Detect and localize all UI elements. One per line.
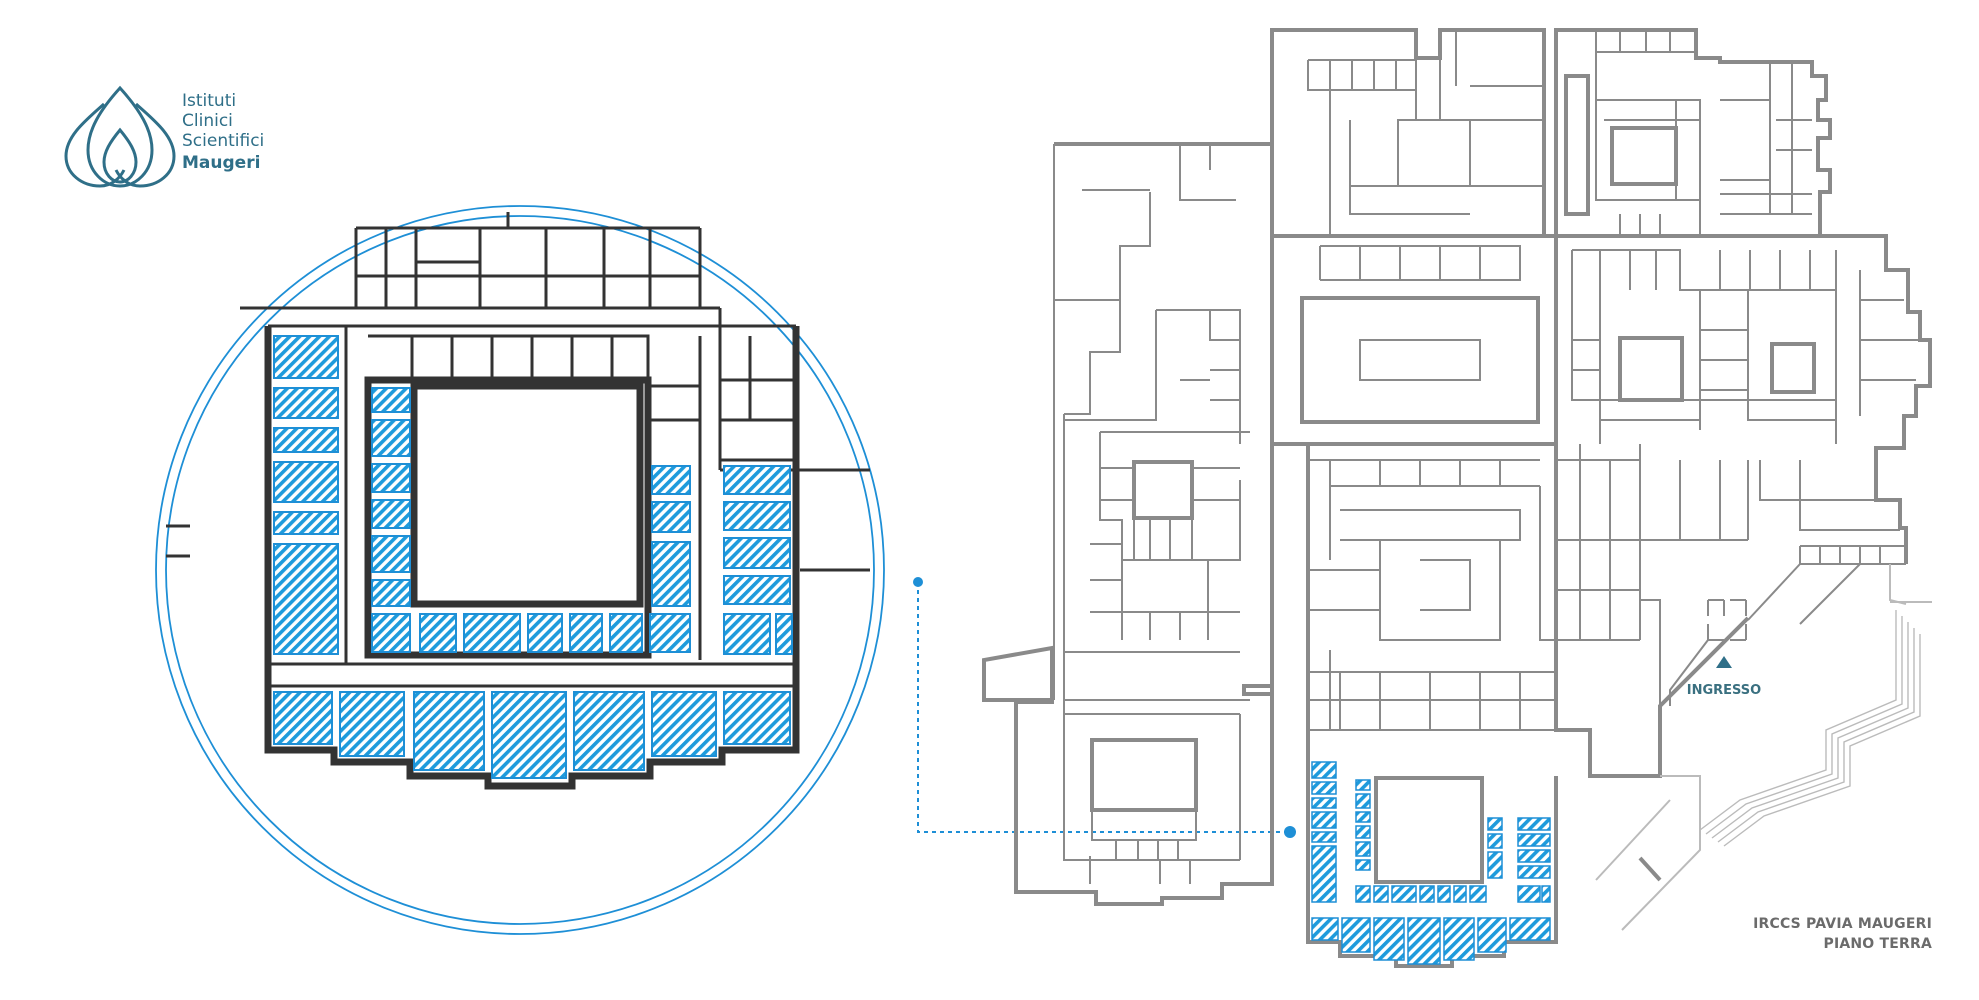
zoom-circle-outer: [155, 205, 885, 935]
logo-line-istituti: Istituti: [182, 91, 236, 111]
zoom-circle-inner: [165, 215, 875, 925]
interior-rooms: [1053, 30, 1920, 884]
zoom-connector: [913, 577, 1296, 838]
zoom-wing-inner-walls: [268, 324, 796, 688]
logo-line-maugeri: Maugeri: [182, 153, 260, 173]
zoom-detail-view: [155, 205, 885, 935]
highlighted-wing-rooms: [1311, 761, 1551, 965]
inner-courtyard: [1374, 776, 1484, 884]
maugeri-logo: Istituti Clinici Scientifici Maugeri: [64, 85, 264, 188]
caption-floor: PIANO TERRA: [1823, 936, 1932, 952]
drop-emblem-icon: [64, 85, 176, 188]
zoom-wing-outline: [264, 326, 800, 790]
building-outlines: [982, 28, 1932, 968]
entrance-label: INGRESSO: [1687, 683, 1761, 698]
entrance-area: [1595, 563, 1932, 931]
caption-location: IRCCS PAVIA MAUGERI: [1753, 916, 1932, 932]
map-caption: IRCCS PAVIA MAUGERI PIANO TERRA: [1753, 916, 1932, 952]
connector-dot-end: [1284, 826, 1296, 838]
logo-line-scientifici: Scientifici: [182, 131, 264, 151]
entrance-marker-icon: [1716, 656, 1732, 668]
zoom-highlighted-rooms: [273, 335, 793, 779]
logo-line-clinici: Clinici: [182, 111, 233, 131]
courtyard-rect: [1300, 296, 1540, 424]
floor-plan-map: [982, 28, 1932, 968]
connector-dot-start: [913, 577, 923, 587]
